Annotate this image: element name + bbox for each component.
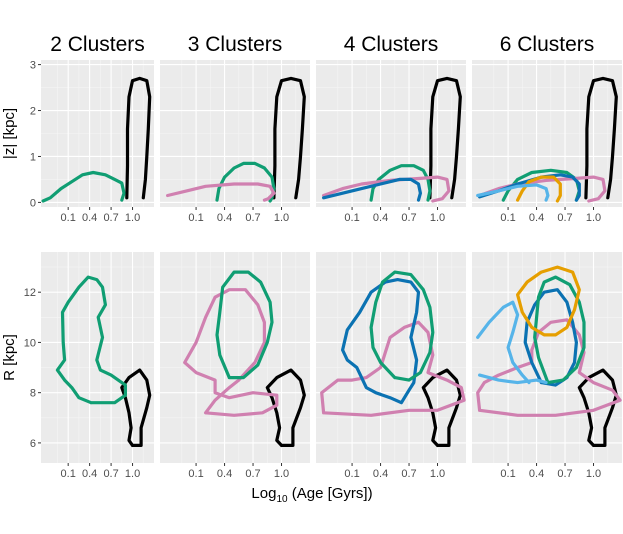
contour-group: [476, 76, 618, 203]
x-axis-title-main: Log: [251, 485, 276, 502]
contour-group: [476, 265, 622, 447]
x-tick-label: 0.1: [61, 468, 76, 480]
panel: 0.1 0.4 0.7 1.0: [472, 252, 622, 480]
contour-black: [265, 368, 306, 447]
contour-group: [322, 76, 462, 203]
x-tick-label: 0.7: [401, 212, 416, 224]
panel: 0.1 0.4 0.7 1.0: [472, 60, 622, 224]
x-tick-label: 0.1: [188, 212, 203, 224]
y-tick-label: 8: [30, 388, 36, 400]
x-tick-label: 0.4: [82, 468, 97, 480]
panel: 0.1 0.4 0.7 1.0: [316, 252, 466, 480]
contour-black: [120, 368, 152, 447]
x-tick-label: 0.4: [82, 212, 97, 224]
contour-pink: [183, 288, 279, 417]
x-tick-label: 1.0: [274, 212, 289, 224]
contour-group: [183, 270, 306, 447]
x-tick-label: 0.4: [217, 468, 232, 480]
y-tick-label: 6: [30, 438, 36, 450]
x-tick-label: 1.0: [430, 212, 445, 224]
contour-black: [577, 368, 618, 447]
panel: 0.1 0.4 0.7 1.0: [41, 252, 154, 480]
x-axis-title-rest: (Age [Gyrs]): [288, 485, 373, 502]
contour-green: [55, 275, 127, 405]
panel: 0.1 0.4 0.7 1.0: [160, 252, 310, 480]
x-tick-label: 0.1: [500, 212, 515, 224]
y-tick-label: 3: [30, 60, 36, 72]
y-tick-label: 1: [30, 151, 36, 163]
contour-group: [41, 76, 152, 203]
contour-lightblue: [476, 300, 531, 385]
x-tick-label: 0.1: [61, 212, 76, 224]
x-tick-label: 0.7: [103, 212, 118, 224]
contour-lightblue: [478, 373, 548, 385]
x-tick-label: 1.0: [125, 468, 140, 480]
contour-pink: [320, 320, 466, 417]
x-tick-label: 0.1: [188, 468, 203, 480]
x-tick-label: 0.4: [373, 468, 388, 480]
panel-titles: 2 Clusters 3 Clusters 4 Clusters 6 Clusters: [50, 33, 594, 56]
y-tick-label: 2: [30, 106, 36, 118]
panel-title: 3 Clusters: [188, 33, 283, 56]
x-tick-label: 0.7: [557, 212, 572, 224]
contour-black: [428, 76, 462, 200]
x-tick-label: 0.7: [557, 468, 572, 480]
contour-black: [272, 76, 306, 200]
x-tick-label: 0.4: [373, 212, 388, 224]
contour-lightblue: [476, 183, 550, 202]
panel-background: [160, 252, 310, 463]
x-tick-label: 0.1: [344, 468, 359, 480]
x-tick-label: 0.4: [529, 212, 544, 224]
contour-black: [421, 368, 462, 447]
contour-green: [215, 270, 274, 380]
contour-black: [584, 76, 618, 200]
contour-orange: [516, 265, 581, 337]
contour-group: [55, 275, 152, 447]
panel-title: 6 Clusters: [500, 33, 595, 56]
x-tick-label: 0.7: [245, 212, 260, 224]
contour-pink: [166, 182, 276, 202]
y-tick-label: 0: [30, 197, 36, 209]
contour-group: [166, 76, 306, 203]
panel-title: 4 Clusters: [344, 33, 439, 56]
contour-black: [125, 76, 152, 200]
x-tick-label: 0.7: [103, 468, 118, 480]
panel-title: 2 Clusters: [50, 33, 145, 56]
contour-green: [41, 170, 126, 203]
contour-green: [369, 270, 435, 382]
x-tick-label: 1.0: [586, 212, 601, 224]
contour-group: [320, 270, 466, 447]
contour-green: [533, 275, 586, 385]
contour-orange: [516, 175, 562, 203]
x-tick-label: 0.4: [217, 212, 232, 224]
contour-pink: [322, 175, 451, 203]
x-tick-label: 1.0: [274, 468, 289, 480]
y-axis-title: R [kpc]: [1, 334, 18, 381]
y-tick-label: 12: [24, 287, 36, 299]
x-axis-title-subscript: 10: [276, 494, 288, 505]
panel-background: [472, 252, 622, 463]
panel: 0.1 0.4 0.7 1.0: [316, 60, 466, 224]
y-tick-label: 10: [24, 337, 36, 349]
contour-blue: [322, 177, 422, 202]
x-tick-label: 1.0: [125, 212, 140, 224]
y-axis-title: |z| [kpc]: [1, 108, 18, 159]
x-tick-label: 1.0: [586, 468, 601, 480]
x-tick-label: 1.0: [430, 468, 445, 480]
x-tick-label: 0.1: [344, 212, 359, 224]
x-axis-title: Log10 (Age [Gyrs]): [251, 485, 372, 505]
panel: 0.1 0.4 0.7 1.0: [160, 60, 310, 224]
x-tick-label: 0.7: [245, 468, 260, 480]
panel-background: [316, 252, 466, 463]
x-tick-label: 0.7: [401, 468, 416, 480]
x-tick-label: 0.1: [500, 468, 515, 480]
x-tick-label: 0.4: [529, 468, 544, 480]
panel: 0.1 0.4 0.7 1.0: [41, 60, 154, 224]
